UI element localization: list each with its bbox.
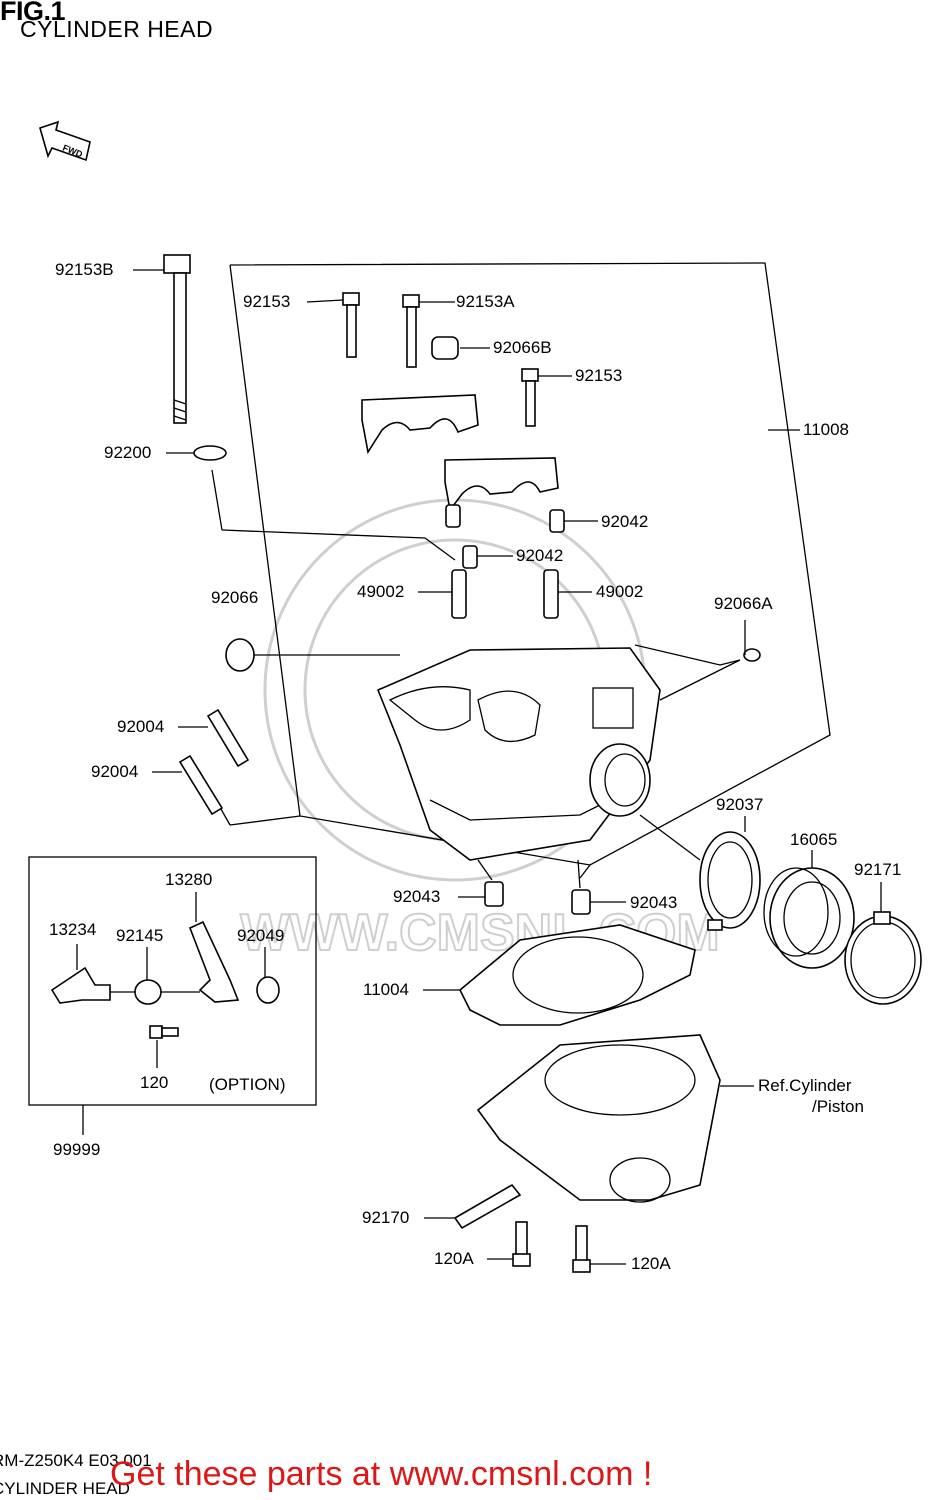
- stud-92004-lower: [178, 754, 224, 816]
- bolt-120-option: [149, 1025, 179, 1039]
- head-gasket-11004: [459, 924, 696, 1026]
- ref-piston-label: /Piston: [812, 1097, 864, 1116]
- callout-92066A[interactable]: 92066A: [714, 594, 773, 613]
- callout-92153B[interactable]: 92153B: [55, 260, 114, 279]
- plug-92066B: [431, 336, 459, 360]
- option-box: [28, 856, 317, 1106]
- dowel-92042-center: [462, 545, 478, 569]
- fwd-arrow-icon: FWD: [39, 120, 91, 162]
- bolt-120A-right: [572, 1225, 591, 1273]
- callout-92170[interactable]: 92170: [362, 1208, 410, 1227]
- callout-92042-right[interactable]: 92042: [601, 512, 649, 531]
- callout-92042-center[interactable]: 92042: [516, 546, 564, 565]
- callout-16065[interactable]: 16065: [790, 830, 838, 849]
- spring-92145: [134, 979, 162, 1005]
- cam-cap-lower: [444, 457, 559, 512]
- cam-cap-upper: [361, 394, 479, 455]
- dowel-92043-right: [571, 889, 591, 915]
- bolt-120A-left: [512, 1221, 531, 1267]
- callout-92153-left[interactable]: 92153: [243, 292, 291, 311]
- plug-92066A: [743, 648, 761, 662]
- callout-120A-left[interactable]: 120A: [434, 1249, 474, 1268]
- bolt-92153A: [402, 294, 420, 368]
- callout-92043-left[interactable]: 92043: [393, 887, 441, 906]
- callout-11008[interactable]: 11008: [803, 420, 850, 439]
- callout-120[interactable]: 120: [140, 1073, 169, 1092]
- head-bolt-92153B: [163, 254, 191, 424]
- callout-11004[interactable]: 11004: [363, 980, 410, 999]
- dowel-92042-top: [445, 504, 461, 528]
- callout-92004-lower[interactable]: 92004: [91, 762, 139, 781]
- stud-92004-upper: [206, 708, 250, 768]
- callout-92037[interactable]: 92037: [716, 795, 764, 814]
- washer-92200: [193, 445, 227, 461]
- callout-92145[interactable]: 92145: [116, 926, 164, 945]
- page-title: CYLINDER HEAD: [20, 16, 214, 42]
- callout-92066B[interactable]: 92066B: [493, 338, 552, 357]
- bolt-92153-left: [342, 292, 360, 358]
- decomp-lever-13234: [50, 966, 111, 1004]
- dowel-92043-left: [484, 881, 504, 907]
- callout-13234[interactable]: 13234: [49, 920, 97, 939]
- figure-label: FIG.1: [0, 0, 66, 26]
- option-label: (OPTION): [209, 1075, 286, 1094]
- callout-92004-upper[interactable]: 92004: [117, 717, 165, 736]
- plug-92066: [225, 638, 255, 672]
- callout-120A-right[interactable]: 120A: [631, 1254, 671, 1273]
- callout-92049[interactable]: 92049: [237, 926, 285, 945]
- leader-lines: [76, 269, 882, 1265]
- intake-port: [589, 743, 651, 817]
- callout-13280[interactable]: 13280: [165, 870, 213, 889]
- ref-cylinder-label: Ref.Cylinder: [758, 1076, 852, 1095]
- valve-guide-49002-left: [451, 569, 467, 619]
- dowel-92042-right: [549, 509, 565, 533]
- cylinder-body: [476, 1034, 721, 1203]
- callout-92066[interactable]: 92066: [211, 588, 259, 607]
- callout-49002-left[interactable]: 49002: [357, 582, 405, 601]
- diagram-title-footer: CYLINDER HEAD: [0, 1479, 130, 1498]
- bolt-92153-right: [521, 368, 539, 427]
- callout-92153-right[interactable]: 92153: [575, 366, 623, 385]
- clamp-92171: [844, 911, 922, 1005]
- clamp-92037: [699, 831, 761, 931]
- callout-99999[interactable]: 99999: [53, 1140, 101, 1159]
- callout-92153A[interactable]: 92153A: [456, 292, 515, 311]
- intake-holder-16065: [763, 867, 855, 969]
- valve-guide-49002-right: [543, 569, 559, 619]
- decomp-arm-13280: [188, 920, 240, 1003]
- cta-link[interactable]: Get these parts at www.cmsnl.com !: [110, 1455, 653, 1493]
- callout-49002-right[interactable]: 49002: [596, 582, 644, 601]
- assembly-frame-11008: [229, 262, 831, 866]
- callout-92171[interactable]: 92171: [854, 860, 902, 879]
- oil-seal-92049: [256, 976, 280, 1004]
- callout-92200[interactable]: 92200: [104, 443, 152, 462]
- guide-92170: [453, 1183, 522, 1230]
- diagram-code: RM-Z250K4 E03 001: [0, 1451, 152, 1470]
- callout-92043-right[interactable]: 92043: [630, 893, 678, 912]
